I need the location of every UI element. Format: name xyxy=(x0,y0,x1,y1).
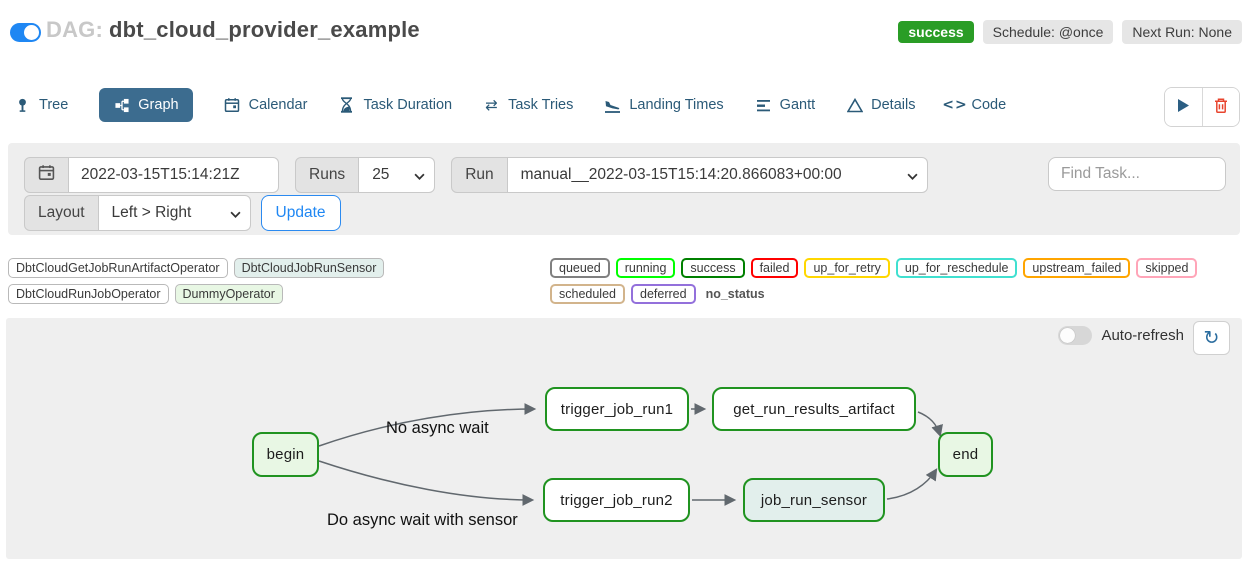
view-tabs: Tree Graph Calendar Task Duration ⇄ Task Trie… xyxy=(14,85,1006,125)
tab-code[interactable]: <>Code xyxy=(942,97,1007,113)
graph-node-trigger_job_run1[interactable]: trigger_job_run1 xyxy=(545,387,689,431)
tab-label: Tree xyxy=(39,97,69,113)
tab-gantt[interactable]: Gantt xyxy=(755,97,815,113)
dag-pause-toggle[interactable] xyxy=(10,23,41,42)
gantt-icon xyxy=(755,98,772,113)
status-badge-success: success xyxy=(681,258,745,278)
graph-node-get_run_results_artifact[interactable]: get_run_results_artifact xyxy=(712,387,916,431)
tab-label: Details xyxy=(871,97,916,113)
status-badge-up_for_retry: up_for_retry xyxy=(804,258,890,278)
auto-refresh-label: Auto-refresh xyxy=(1101,327,1184,344)
update-button[interactable]: Update xyxy=(260,195,341,231)
triangle-icon xyxy=(846,97,863,113)
status-badge-failed: failed xyxy=(750,258,799,278)
graph-icon xyxy=(113,98,130,113)
repeat-icon: ⇄ xyxy=(485,96,498,114)
dag-actions xyxy=(1164,87,1240,127)
edge-begin-to-trigger_job_run2 xyxy=(318,460,535,506)
tab-task-tries[interactable]: ⇄ Task Tries xyxy=(483,96,573,114)
run-select[interactable]: manual__2022-03-15T15:14:20.866083+00:00 xyxy=(507,157,928,193)
calendar-icon xyxy=(38,164,55,186)
tab-graph[interactable]: Graph xyxy=(99,88,193,122)
trash-icon xyxy=(1213,97,1229,117)
tab-task-duration[interactable]: Task Duration xyxy=(338,97,452,113)
operator-badge: DummyOperator xyxy=(174,284,283,304)
status-badge-skipped: skipped xyxy=(1136,258,1198,278)
layout-label: Layout xyxy=(24,195,99,231)
no-status-label: no_status xyxy=(705,287,765,301)
status-badge-upstream_failed: upstream_failed xyxy=(1023,258,1131,278)
auto-refresh-toggle[interactable] xyxy=(1058,326,1093,345)
runs-label: Runs xyxy=(295,157,360,193)
dag-name: dbt_cloud_provider_example xyxy=(109,17,420,42)
graph-node-trigger_job_run2[interactable]: trigger_job_run2 xyxy=(543,478,690,522)
dag-status-badge: success xyxy=(898,21,974,43)
status-badge-queued: queued xyxy=(550,258,610,278)
graph-node-begin[interactable]: begin xyxy=(252,432,319,477)
landing-icon xyxy=(604,98,621,113)
play-icon xyxy=(1177,98,1190,116)
tab-label: Task Tries xyxy=(508,97,574,113)
edge-label: Do async wait with sensor xyxy=(327,511,518,529)
auto-refresh-control: Auto-refresh xyxy=(1058,326,1184,345)
run-label: Run xyxy=(451,157,508,193)
tab-landing-times[interactable]: Landing Times xyxy=(604,97,724,113)
refresh-button[interactable]: ↻ xyxy=(1193,321,1230,355)
header-badges: success Schedule: @once Next Run: None xyxy=(898,20,1242,44)
operator-badge: DbtCloudRunJobOperator xyxy=(8,284,169,304)
tab-label: Code xyxy=(971,97,1007,113)
tab-label: Landing Times xyxy=(629,97,724,113)
dag-edges xyxy=(318,403,943,506)
toggle-knob xyxy=(24,25,39,40)
layout-select[interactable]: Left > Right xyxy=(98,195,251,231)
find-task-input[interactable] xyxy=(1048,157,1226,191)
tab-label: Calendar xyxy=(248,97,308,113)
next-run-badge: Next Run: None xyxy=(1122,20,1242,44)
run-select-value: manual__2022-03-15T15:14:20.866083+00:00 xyxy=(520,166,842,183)
runs-select[interactable]: 25 xyxy=(359,157,436,193)
calendar-icon xyxy=(224,97,241,113)
refresh-icon: ↻ xyxy=(1203,327,1220,349)
graph-node-job_run_sensor[interactable]: job_run_sensor xyxy=(743,478,885,522)
layout-select-value: Left > Right xyxy=(111,204,192,221)
tab-label: Gantt xyxy=(779,97,816,113)
operator-badge: DbtCloudJobRunSensor xyxy=(233,258,385,278)
graph-node-end[interactable]: end xyxy=(938,432,993,477)
base-date-input[interactable] xyxy=(69,157,279,193)
edge-job_run_sensor-to-end xyxy=(886,468,938,500)
dag-prefix-label: DAG: xyxy=(46,17,104,42)
tab-calendar[interactable]: Calendar xyxy=(224,97,308,113)
schedule-badge: Schedule: @once xyxy=(982,20,1114,44)
runs-select-value: 25 xyxy=(372,166,390,183)
edge-get_run_results_artifact-to-end xyxy=(917,411,943,438)
toggle-knob xyxy=(1060,328,1076,343)
tab-tree[interactable]: Tree xyxy=(14,97,68,113)
trigger-dag-button[interactable] xyxy=(1165,88,1202,126)
tree-icon xyxy=(14,97,31,113)
tab-label: Graph xyxy=(138,97,179,113)
hourglass-icon xyxy=(338,97,355,113)
operator-badge: DbtCloudGetJobRunArtifactOperator xyxy=(8,258,228,278)
status-badge-deferred: deferred xyxy=(631,284,696,304)
delete-dag-button[interactable] xyxy=(1202,88,1239,126)
filter-panel: Runs 25 Run manual__2022-03-15T15:14:20.… xyxy=(8,143,1240,235)
edge-label: No async wait xyxy=(386,419,489,437)
status-badge-running: running xyxy=(615,258,676,278)
tab-details[interactable]: Details xyxy=(846,97,915,113)
code-icon: <> xyxy=(942,97,968,113)
tab-label: Task Duration xyxy=(363,97,453,113)
page-title: DAG:dbt_cloud_provider_example xyxy=(46,17,420,43)
calendar-addon xyxy=(24,157,69,193)
graph-panel: Auto-refresh ↻ begin trigger_job_run1 get_… xyxy=(6,318,1242,559)
status-badge-up_for_reschedule: up_for_reschedule xyxy=(895,258,1018,278)
status-badge-scheduled: scheduled xyxy=(550,284,625,304)
